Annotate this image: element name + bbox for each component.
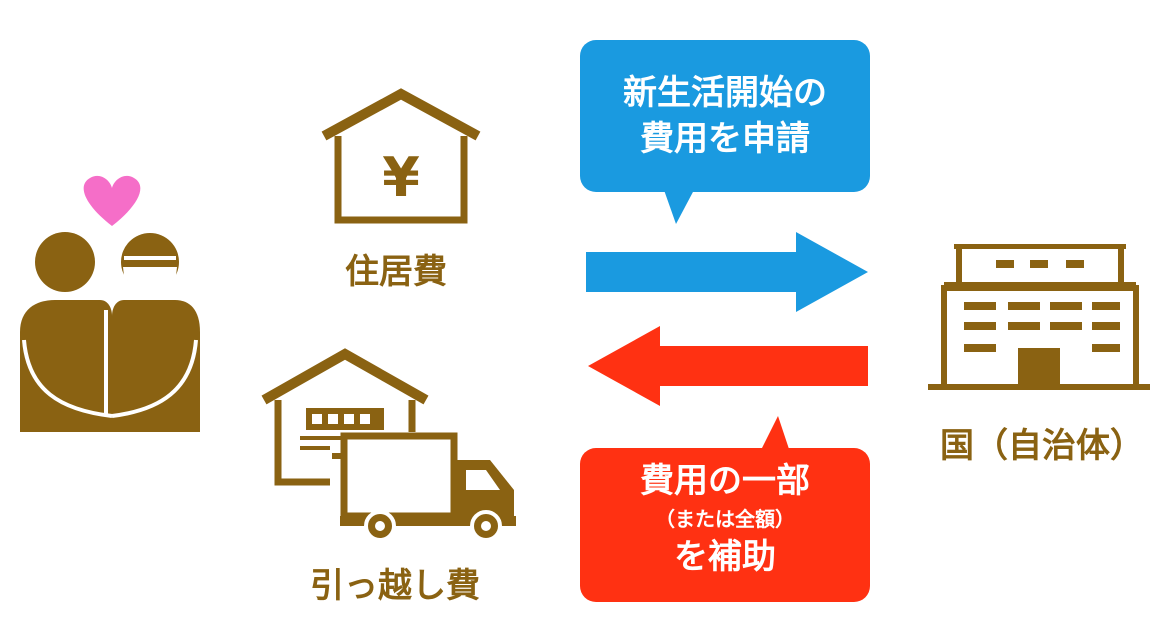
couple-icon: [20, 232, 200, 432]
truck-icon: [332, 432, 516, 542]
subsidy-line-3: を補助: [674, 537, 776, 577]
house-yen-icon: ¥: [321, 88, 481, 224]
arrow-right-icon: [586, 232, 868, 312]
subsidy-bubble-tail: [760, 416, 790, 452]
yen-symbol: ¥: [382, 146, 420, 209]
subsidy-line-2: （または全額）: [655, 507, 795, 531]
subsidy-bubble: 費用の一部 （または全額） を補助: [580, 448, 870, 602]
heart-icon: [83, 175, 141, 226]
couple-illustration: [20, 175, 200, 432]
application-line-1: 新生活開始の: [623, 73, 827, 113]
government-building-icon: [928, 244, 1150, 390]
application-bubble: 新生活開始の 費用を申請: [580, 40, 870, 192]
arrow-left-icon: [588, 326, 868, 406]
application-line-2: 費用を申請: [640, 119, 810, 159]
moving-cost-label: 引っ越し費: [310, 566, 480, 606]
housing-cost-label: 住居費: [345, 252, 447, 292]
subsidy-line-1: 費用の一部: [640, 461, 810, 501]
government-label: 国（自治体）: [940, 426, 1144, 466]
application-bubble-tail: [664, 190, 694, 224]
